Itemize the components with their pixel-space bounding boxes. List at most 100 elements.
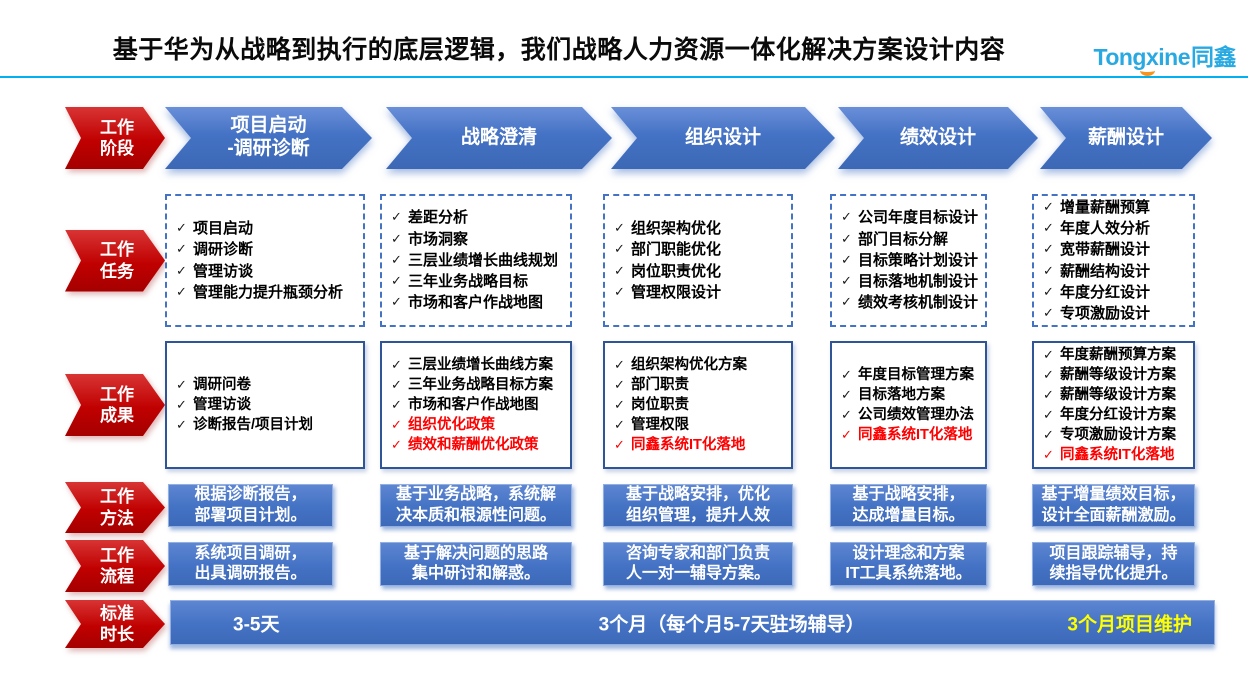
check-item: ✓绩效和薪酬优化政策 [391,435,564,455]
check-icon: ✓ [841,294,852,310]
check-item: ✓管理能力提升瓶颈分析 [176,282,357,303]
check-item: ✓组织架构优化 [614,218,785,239]
check-icon: ✓ [614,283,625,299]
check-icon: ✓ [614,417,625,432]
check-icon: ✓ [1043,427,1054,442]
check-item: ✓市场和客户作战地图 [391,292,564,313]
duration-phase3: 3个月项目维护 [1067,614,1192,635]
item-text: 管理权限 [631,417,689,433]
check-item: ✓ 公司年度目标设计 [841,207,979,228]
stage-chevron-1: 项目启动 -调研诊断 [165,107,372,169]
item-text: 管理访谈 [193,262,254,280]
item-text: 薪酬结构设计 [1060,262,1151,280]
item-text: 市场和客户作战地图 [408,294,544,312]
check-icon: ✓ [1043,198,1054,214]
method-bar-5: 基于增量绩效目标， 设计全面薪酬激励。 [1032,484,1195,527]
check-item: ✓ 管理访谈 [176,395,357,415]
header-divider [0,76,1248,78]
check-icon: ✓ [1043,262,1054,278]
item-text: 差距分析 [408,209,469,227]
check-item: ✓三层业绩增长曲线规划 [391,250,564,271]
brand-logo: Tongxine同鑫 [1093,38,1237,76]
check-icon: ✓ [614,397,625,412]
duration-bar: 3-5天 3个月（每个月5-7天驻场辅导） 3个月项目维护 [170,600,1215,645]
check-icon: ✓ [1043,283,1054,299]
check-item: ✓ 管理权限 [614,415,785,435]
result-box-2: ✓三层业绩增长曲线方案✓三年业务战略目标方案✓市场和客户作战地图✓组织优化政策✓… [380,341,572,469]
stage-row: 工作 阶段 项目启动 -调研诊断 战略澄清 组织设计 绩效设计 薪酬设计 [0,107,1248,169]
item-text: 增量薪酬预算 [1060,198,1151,216]
check-icon: ✓ [614,437,625,452]
check-icon: ✓ [614,219,625,235]
item-text: 公司年度目标设计 [858,209,979,227]
check-item: ✓年度分红设计 [1043,282,1187,303]
process-bar-5: 项目跟踪辅导，持 续指导优化提升。 [1032,542,1195,586]
item-text: 调研问卷 [193,377,251,393]
check-item: ✓ 调研问卷 [176,375,357,395]
check-icon: ✓ [176,397,187,412]
check-icon: ✓ [391,273,402,289]
check-icon: ✓ [614,377,625,392]
item-text: 三层业绩增长曲线方案 [408,357,553,373]
item-text: 部门目标分解 [858,230,949,248]
check-icon: ✓ [841,427,852,442]
item-text: 组织优化政策 [408,417,495,433]
item-text: 部门职责 [631,377,689,393]
row-label-duration-arrow: 标准 时长 [65,600,165,648]
stage-label: 项目启动 -调研诊断 [227,115,310,159]
row-label-tasks-arrow: 工作 任务 [65,230,165,292]
item-text: 年度目标管理方案 [858,367,974,383]
result-box-1: ✓调研问卷✓管理访谈✓诊断报告/项目计划 [165,341,365,469]
item-text: 岗位职责优化 [631,262,722,280]
check-icon: ✓ [1043,219,1054,235]
item-text: 组织架构优化方案 [631,357,747,373]
check-icon: ✓ [841,407,852,422]
item-text: 专项激励设计 [1060,305,1151,323]
check-item: ✓专项激励设计方案 [1043,425,1187,445]
stage-label: 战略澄清 [460,126,537,148]
check-icon: ✓ [1043,305,1054,321]
item-text: 同鑫系统IT化落地 [631,437,746,453]
check-icon: ✓ [841,387,852,402]
item-text: 薪酬等级设计方案 [1060,367,1176,383]
check-icon: ✓ [1043,367,1054,382]
check-item: ✓ 年度分红设计方案 [1043,405,1187,425]
process-row: 工作 流程 系统项目调研， 出具调研报告。基于解决问题的思路 集中研讨和解惑。咨… [0,540,1248,592]
check-item: ✓三年业务战略目标方案 [391,375,564,395]
stage-chevron-shape: 组织设计 [611,107,835,169]
check-item: ✓宽带薪酬设计 [1043,239,1187,260]
check-icon: ✓ [1043,241,1054,257]
stage-chevron-shape: 绩效设计 [838,107,1038,169]
process-bar-4: 设计理念和方案 IT工具系统落地。 [830,542,987,586]
item-text: 年度分红设计方案 [1060,407,1176,423]
item-text: 同鑫系统IT化落地 [1060,447,1175,463]
check-item: ✓三年业务战略目标 [391,271,564,292]
item-text: 同鑫系统IT化落地 [858,427,973,443]
stage-label: 薪酬设计 [1087,126,1164,148]
task-box-5: ✓增量薪酬预算✓年度人效分析✓宽带薪酬设计✓薪酬结构设计✓年度分红设计✓专项激励… [1032,194,1195,327]
stage-chevron-shape: 战略澄清 [386,107,612,169]
check-item: ✓ 部门职责 [614,375,785,395]
check-icon: ✓ [176,283,187,299]
check-item: ✓绩效考核机制设计 [841,292,979,313]
check-icon: ✓ [176,377,187,392]
duration-row: 标准 时长 3-5天 3个月（每个月5-7天驻场辅导） 3个月项目维护 [0,600,1248,648]
method-row: 工作 方法 根据诊断报告， 部署项目计划。基于业务战略，系统解 决本质和根源性问… [0,482,1248,533]
row-label-method: 工作 方法 [65,482,165,533]
item-text: 管理访谈 [193,397,251,413]
row-label-stage-arrow: 工作 阶段 [65,107,165,169]
result-box-4: ✓年度目标管理方案✓目标落地方案✓公司绩效管理办法✓同鑫系统IT化落地 [830,341,987,469]
check-item: ✓ 专项激励设计 [1043,303,1187,324]
stage-label: 绩效设计 [899,126,976,148]
check-icon: ✓ [391,397,402,412]
check-item: ✓组织优化政策 [391,415,564,435]
results-row: 工作 成果 ✓调研问卷✓管理访谈✓诊断报告/项目计划✓三层业绩增长曲线方案✓三年… [0,341,1248,469]
check-icon: ✓ [841,367,852,382]
check-icon: ✓ [841,209,852,225]
method-bar-4: 基于战略安排， 达成增量目标。 [830,484,987,527]
check-icon: ✓ [1043,407,1054,422]
check-item: ✓部门职能优化 [614,239,785,260]
check-icon: ✓ [391,230,402,246]
check-icon: ✓ [391,251,402,267]
